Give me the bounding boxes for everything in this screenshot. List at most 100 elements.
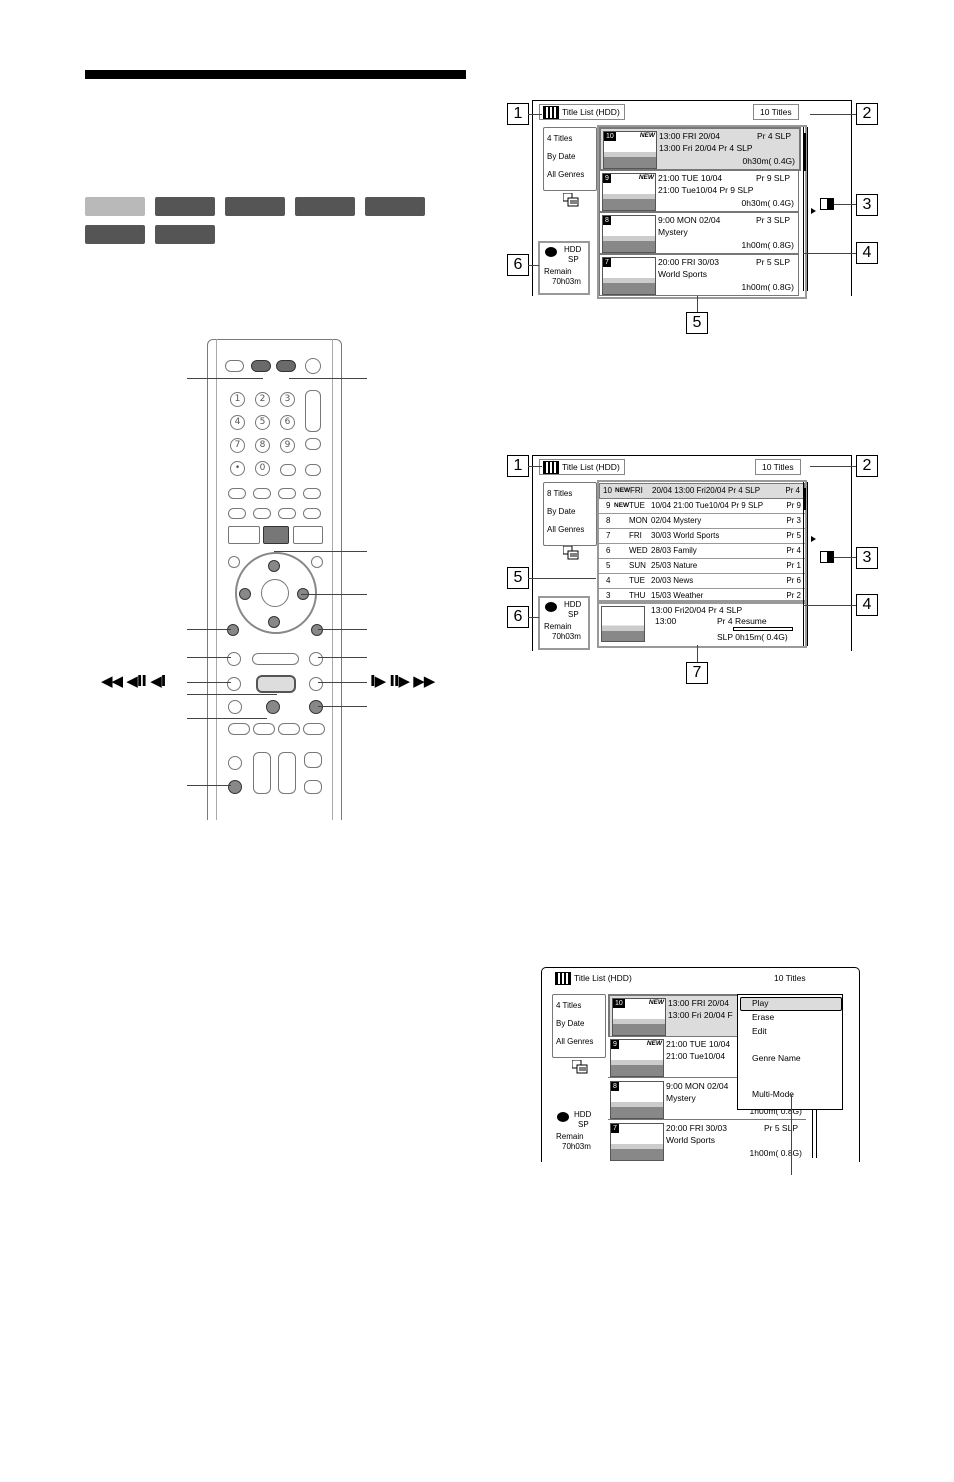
submenu-play[interactable]: Play <box>752 998 769 1008</box>
title-list-button[interactable] <box>251 360 271 372</box>
scrollbar[interactable] <box>803 482 808 646</box>
submenu-genre-name[interactable]: Genre Name <box>752 1053 801 1063</box>
film-icon <box>543 106 559 119</box>
function-button[interactable] <box>253 508 271 519</box>
callout-marker: 1 <box>507 455 529 477</box>
disc-badge <box>155 225 215 244</box>
tv-volume-rocker[interactable] <box>253 752 271 794</box>
function-button[interactable] <box>228 488 246 499</box>
num-key-6[interactable]: 6 <box>280 415 295 430</box>
power-button[interactable] <box>305 358 321 374</box>
function-button[interactable] <box>303 723 325 735</box>
prev-button[interactable] <box>227 652 241 666</box>
left-arrow-button[interactable] <box>239 588 251 600</box>
sort-titles: 8 Titles <box>547 489 573 498</box>
num-key-7[interactable]: 7 <box>230 438 245 453</box>
function-button[interactable] <box>228 780 242 794</box>
enter-button[interactable] <box>261 579 289 607</box>
num-key-2[interactable]: 2 <box>255 392 270 407</box>
tv-channel-rocker[interactable] <box>278 752 296 794</box>
scrollbar[interactable] <box>803 127 808 291</box>
callout-line <box>803 605 856 606</box>
function-button[interactable] <box>228 508 246 519</box>
play-button[interactable] <box>256 675 296 693</box>
tv-power-button[interactable] <box>304 752 322 768</box>
submenu-erase[interactable]: Erase <box>752 1012 775 1022</box>
volume-rocker[interactable] <box>305 390 321 432</box>
sort-panel[interactable]: 4 Titles By Date All Genres <box>552 994 606 1058</box>
title-list-thumbnail-screen: Title List (HDD) 10 Titles 4 Titles By D… <box>532 100 852 299</box>
tv-input-button[interactable] <box>304 780 322 794</box>
function-button[interactable] <box>303 488 321 499</box>
submenu-multi-mode[interactable]: Multi-Mode <box>752 1089 795 1099</box>
option-button[interactable] <box>228 556 240 568</box>
function-button[interactable] <box>305 464 321 476</box>
callout-line <box>528 265 539 266</box>
callout-line <box>187 694 277 695</box>
num-key-8[interactable]: 8 <box>255 438 270 453</box>
pause-button[interactable] <box>266 700 280 714</box>
num-key-5[interactable]: 5 <box>255 415 270 430</box>
display-button[interactable] <box>311 624 323 636</box>
num-key-0[interactable]: 0 <box>255 461 270 476</box>
num-key-9[interactable]: 9 <box>280 438 295 453</box>
rewind-button[interactable] <box>227 677 241 691</box>
sort-genre: All Genres <box>547 170 585 179</box>
callout-line <box>318 706 367 707</box>
function-button[interactable] <box>303 508 321 519</box>
callout-line <box>187 378 263 379</box>
function-button[interactable] <box>278 488 296 499</box>
function-button[interactable] <box>278 723 300 735</box>
rec-button[interactable] <box>228 723 250 735</box>
rec-mode-button[interactable] <box>228 700 242 714</box>
sort-panel[interactable]: 4 Titles By Date All Genres <box>543 127 597 191</box>
callout-marker: 4 <box>856 242 878 264</box>
callout-marker: 3 <box>856 547 878 569</box>
return-button[interactable] <box>311 556 323 568</box>
up-arrow-button[interactable] <box>268 560 280 572</box>
dvd-menu-button[interactable] <box>263 526 289 544</box>
top-menu-button[interactable] <box>293 526 323 544</box>
arrow-right-icon <box>811 536 816 542</box>
tools-button[interactable] <box>276 360 296 372</box>
replay-advance-button[interactable] <box>252 653 299 665</box>
num-key-dot[interactable]: • <box>230 461 245 476</box>
stop-button[interactable] <box>309 700 323 714</box>
list-view-icon <box>563 546 579 560</box>
function-button[interactable] <box>305 438 321 450</box>
down-arrow-button[interactable] <box>268 616 280 628</box>
function-button[interactable] <box>280 464 296 476</box>
eject-button[interactable] <box>225 360 244 372</box>
callout-marker: 1 <box>507 103 529 125</box>
function-button[interactable] <box>228 756 242 770</box>
num-key-3[interactable]: 3 <box>280 392 295 407</box>
function-button[interactable] <box>278 508 296 519</box>
num-key-4[interactable]: 4 <box>230 415 245 430</box>
hdd-icon <box>557 1112 569 1122</box>
tools-button[interactable] <box>227 624 239 636</box>
num-key-1[interactable]: 1 <box>230 392 245 407</box>
function-button[interactable] <box>253 488 271 499</box>
rec-stop-button[interactable] <box>253 723 275 735</box>
sort-panel[interactable]: 8 Titles By Date All Genres <box>543 482 597 546</box>
system-menu-button[interactable] <box>228 526 260 544</box>
sort-by: By Date <box>556 1019 585 1028</box>
next-button[interactable] <box>309 652 323 666</box>
submenu-edit[interactable]: Edit <box>752 1026 767 1036</box>
forward-button[interactable] <box>309 677 323 691</box>
